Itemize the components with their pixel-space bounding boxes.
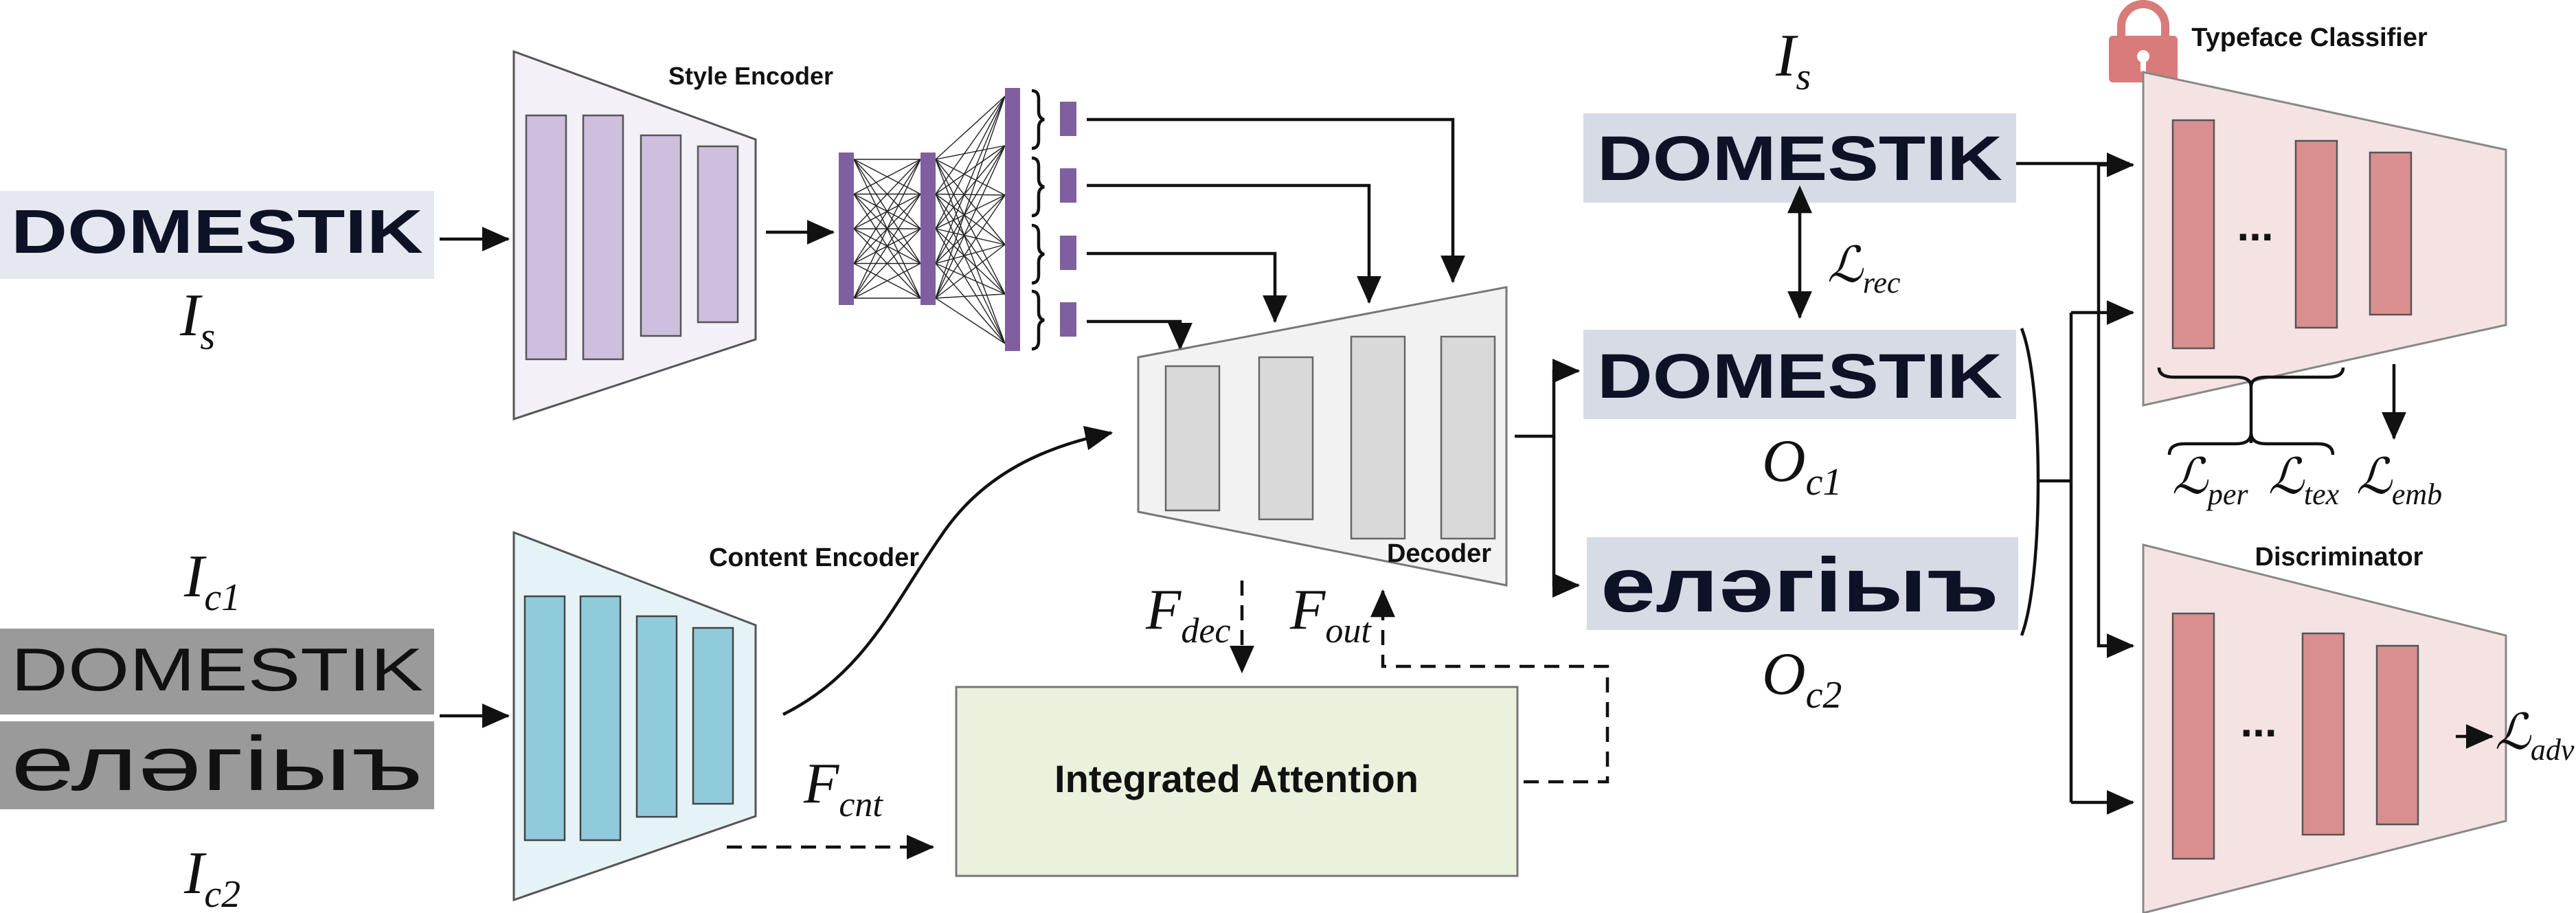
- content-encoder-title: Content Encoder: [709, 543, 919, 572]
- style-codes: [1031, 89, 1076, 351]
- label-O-c2: Oc2: [1762, 641, 1842, 717]
- style-encoder: [512, 49, 757, 421]
- svg-text:елəгіыъ: елəгіыъ: [11, 721, 423, 807]
- svg-text:елəгіыъ: елəгіыъ: [1601, 542, 1999, 628]
- discriminator: ...: [2142, 543, 2507, 913]
- decoder: [1137, 286, 1508, 587]
- output-image-2: елəгіыъ: [1587, 537, 2018, 630]
- label-I-s: Is: [179, 282, 215, 358]
- label-F-out: Fout: [1289, 578, 1372, 651]
- label-O-c1: Oc1: [1762, 428, 1842, 504]
- label-F-dec: Fdec: [1145, 578, 1230, 651]
- svg-text:DOMESTIK: DOMESTIK: [11, 198, 423, 267]
- decoder-title: Decoder: [1387, 539, 1491, 568]
- arrow-decoder-out-2: [1552, 436, 1581, 598]
- typeface-classifier: ...: [2142, 71, 2507, 407]
- loss-emb: ℒemb: [2356, 449, 2442, 511]
- output-image-1: DOMESTIK: [1583, 330, 2016, 419]
- discriminator-title: Discriminator: [2255, 543, 2424, 572]
- arrow-content-to-decoder: [782, 426, 1114, 717]
- arrow-f-out: [1370, 589, 1609, 784]
- arrow-code-1: [1087, 117, 1465, 284]
- target-image: DOMESTIK: [1583, 113, 2016, 203]
- arrow-code-3: [1087, 251, 1287, 324]
- label-I-c1: Ic1: [183, 543, 240, 619]
- typeface-classifier-title: Typeface Classifier: [2191, 23, 2428, 52]
- arrow-target-to-discriminator: [2097, 165, 2135, 658]
- loss-rec: ℒrec: [1827, 238, 1901, 300]
- loss-per: ℒper: [2172, 449, 2248, 511]
- output-group-paren: [2020, 328, 2040, 636]
- content-input-image-1: DOMESTIK: [0, 629, 434, 714]
- content-encoder: [512, 530, 757, 902]
- lock-icon: [2109, 0, 2178, 82]
- integrated-attention: Integrated Attention: [955, 686, 1519, 877]
- svg-text:DOMESTIK: DOMESTIK: [1597, 341, 2002, 412]
- label-F-cnt: Fcnt: [803, 752, 883, 824]
- label-I-s-target: Is: [1775, 23, 1811, 98]
- arrow-decoder-out-1: [1515, 359, 1581, 438]
- style-input-image: DOMESTIK: [0, 191, 434, 279]
- arrow-code-4: [1087, 319, 1193, 351]
- brace-losses: [2167, 432, 2335, 455]
- mlp-network: [839, 88, 1020, 351]
- loss-adv: ℒadv: [2495, 705, 2575, 767]
- arrow-code-2: [1087, 183, 1381, 304]
- svg-text:Integrated Attention: Integrated Attention: [1054, 757, 1419, 800]
- content-input-image-2: елəгіыъ: [0, 721, 434, 809]
- loss-tex: ℒtex: [2268, 449, 2340, 511]
- label-I-c2: Ic2: [183, 840, 240, 913]
- svg-text:DOMESTIK: DOMESTIK: [1597, 124, 2002, 194]
- svg-text:...: ...: [2240, 697, 2276, 746]
- arrow-target-to-classifier: [2097, 153, 2135, 177]
- svg-text:...: ...: [2237, 201, 2273, 250]
- svg-text:DOMESTIK: DOMESTIK: [11, 635, 423, 703]
- style-encoder-title: Style Encoder: [668, 62, 833, 90]
